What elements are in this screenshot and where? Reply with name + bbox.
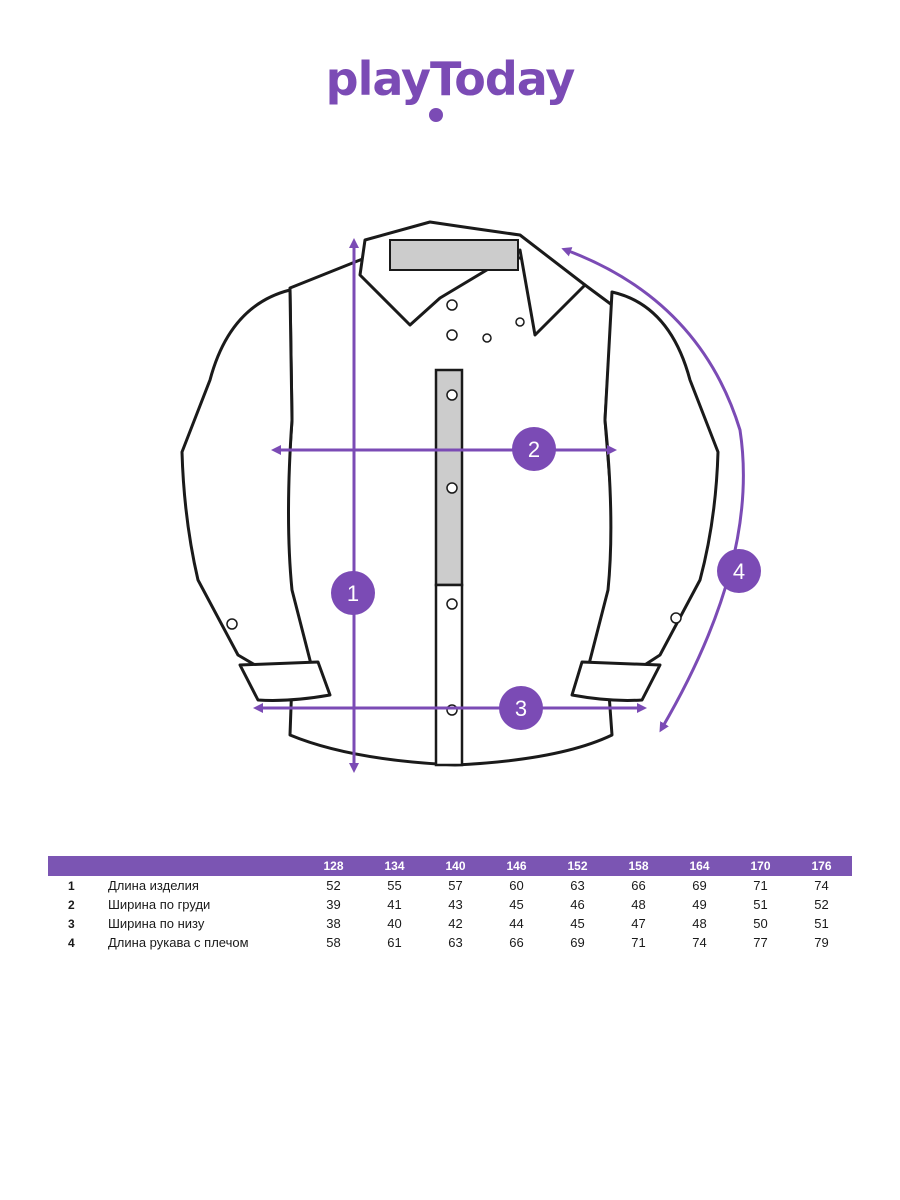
row-number: 2 [68,897,75,912]
row-number: 1 [68,878,75,893]
table-row: 2 Ширина по груди 39 41 43 45 46 48 49 5… [48,895,852,914]
cell: 47 [631,916,646,931]
cell: 43 [448,897,463,912]
cell: 51 [814,916,829,931]
placket-shaded [434,368,464,587]
cell: 55 [387,878,402,893]
size-table: 128 134 140 146 152 158 164 170 176 1 Дл… [48,856,852,952]
cell: 60 [509,878,524,893]
marker-3: 3 [499,686,543,730]
size-128: 128 [323,859,344,873]
marker-1: 1 [331,571,375,615]
cell: 45 [570,916,585,931]
row-label: Длина изделия [108,878,199,893]
svg-text:4: 4 [733,559,745,584]
cell: 52 [814,897,829,912]
svg-text:1: 1 [347,581,359,606]
cell: 39 [326,897,341,912]
cell: 61 [387,935,402,950]
cell: 51 [753,897,768,912]
size-header-row: 128 134 140 146 152 158 164 170 176 [48,856,852,876]
cell: 69 [570,935,585,950]
logo-dot [429,108,443,122]
cell: 40 [387,916,402,931]
cell: 46 [570,897,585,912]
cell: 49 [692,897,707,912]
size-158: 158 [628,859,649,873]
marker-4: 4 [717,549,761,593]
svg-text:3: 3 [515,696,527,721]
size-152: 152 [567,859,588,873]
size-176: 176 [811,859,832,873]
cell: 79 [814,935,829,950]
svg-text:2: 2 [528,437,540,462]
cell: 71 [631,935,646,950]
size-170: 170 [750,859,771,873]
table-row: 4 Длина рукава с плечом 58 61 63 66 69 7… [48,933,852,952]
cell: 48 [631,897,646,912]
collar-band [389,239,519,271]
cell: 44 [509,916,524,931]
measurement-lines [253,238,745,773]
cell: 48 [692,916,707,931]
table-row: 1 Длина изделия 52 55 57 60 63 66 69 71 … [48,876,852,895]
size-164: 164 [689,859,710,873]
row-number: 4 [68,935,75,950]
cell: 42 [448,916,463,931]
row-label: Ширина по низу [108,916,205,931]
size-146: 146 [506,859,527,873]
cell: 58 [326,935,341,950]
sleeve-length-line [561,247,745,733]
cell: 69 [692,878,707,893]
placket [434,583,464,767]
cell: 71 [753,878,768,893]
cell: 63 [448,935,463,950]
cell: 63 [570,878,585,893]
row-number: 3 [68,916,75,931]
row-label: Ширина по груди [108,897,211,912]
row-label: Длина рукава с плечом [108,935,249,950]
size-134: 134 [384,859,405,873]
cell: 41 [387,897,402,912]
cell: 57 [448,878,463,893]
cell: 66 [631,878,646,893]
brand-logo: playToday [325,52,576,106]
cell: 74 [814,878,829,893]
marker-2: 2 [512,427,556,471]
cell: 52 [326,878,341,893]
cell: 45 [509,897,524,912]
cell: 66 [509,935,524,950]
cell: 77 [753,935,768,950]
cell: 38 [326,916,341,931]
cell: 74 [692,935,707,950]
cell: 50 [753,916,768,931]
table-row: 3 Ширина по низу 38 40 42 44 45 47 48 50… [48,914,852,933]
size-140: 140 [445,859,466,873]
